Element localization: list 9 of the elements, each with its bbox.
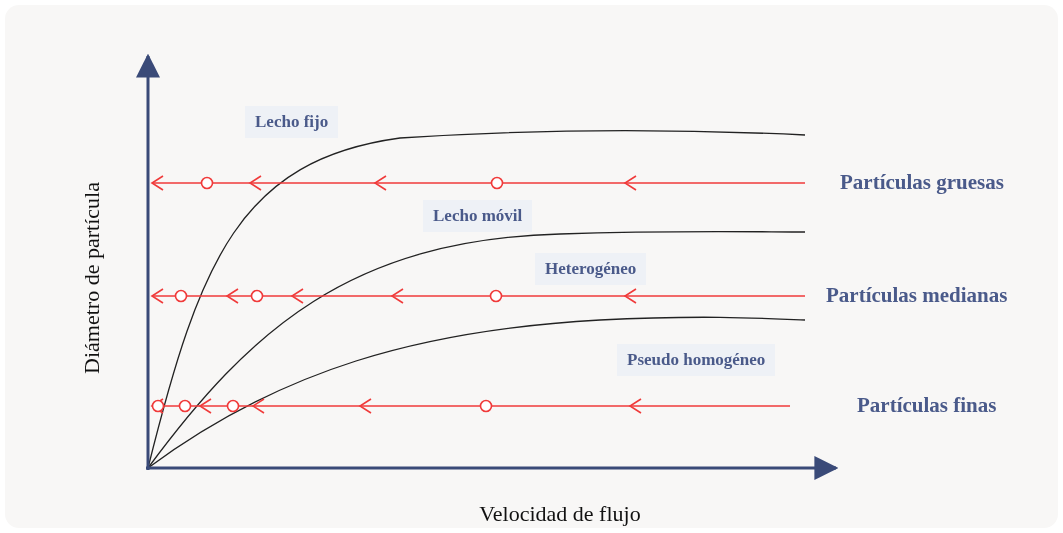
region-label: Lecho móvil — [423, 200, 533, 232]
particle-size-label: Partículas finas — [857, 393, 997, 418]
region-label: Heterogéneo — [535, 253, 647, 285]
axis-title: Diámetro de partícula — [79, 182, 105, 374]
particle-size-label: Partículas medianas — [826, 283, 1008, 308]
particle-size-label: Partículas gruesas — [840, 170, 1004, 195]
region-label: Lecho fijo — [245, 106, 339, 138]
region-label: Pseudo homogéneo — [617, 344, 776, 376]
axis-title: Velocidad de flujo — [479, 501, 641, 527]
